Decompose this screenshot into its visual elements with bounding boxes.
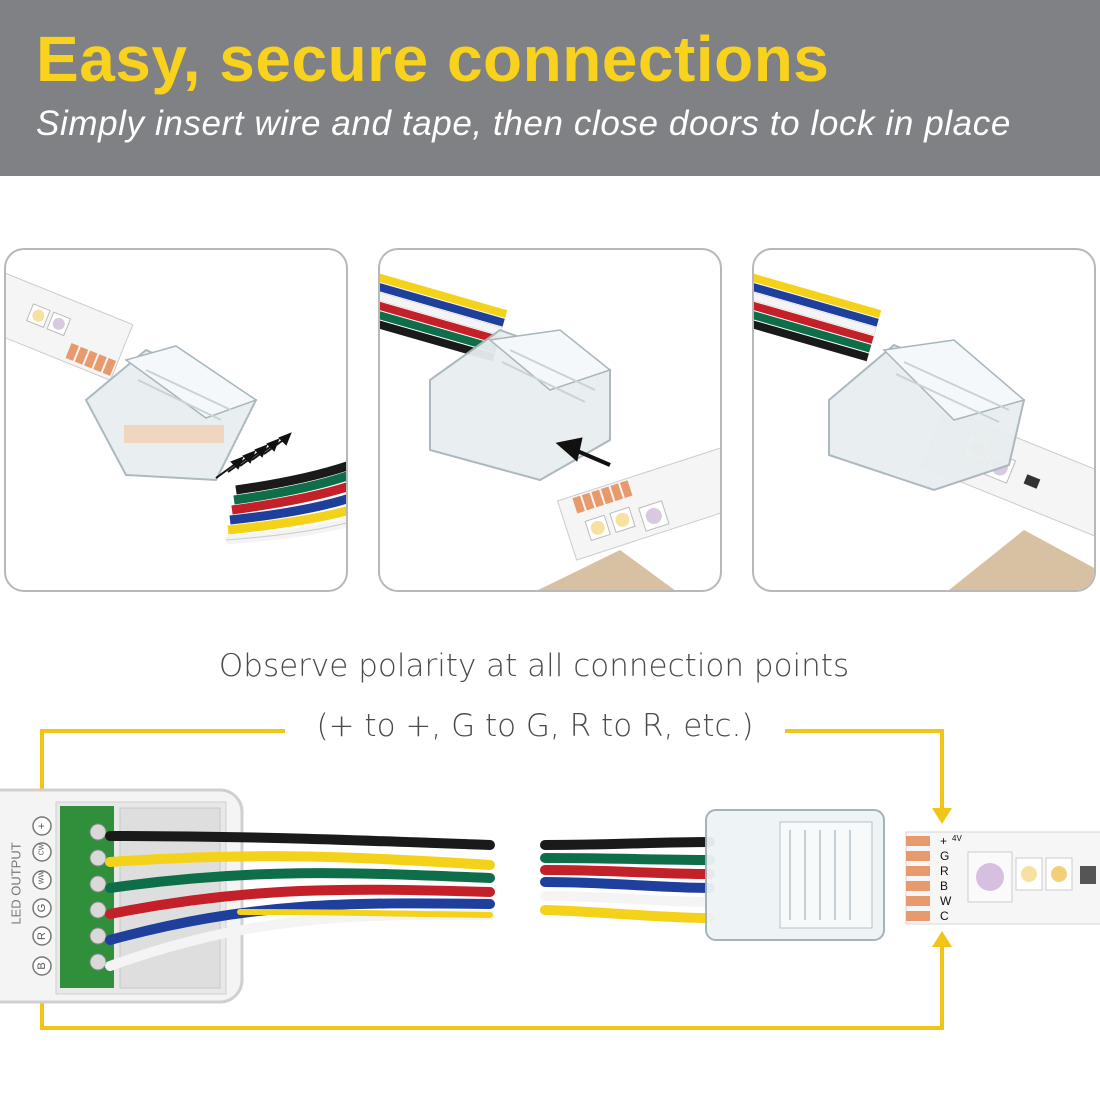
strip-voltage-mark: 4V bbox=[952, 834, 962, 843]
strip-pad-label-2: R bbox=[940, 864, 949, 878]
strip-pad-label-0: + bbox=[940, 834, 948, 848]
controller-terminal-0: + bbox=[36, 822, 48, 830]
controller-output-label: LED OUTPUT bbox=[8, 842, 24, 925]
wiring-diagram bbox=[0, 729, 1100, 1030]
controller-terminal-3: G bbox=[36, 903, 48, 913]
step-2-illustration bbox=[380, 268, 720, 590]
page-subtitle: Simply insert wire and tape, then close … bbox=[36, 104, 1011, 143]
controller-terminal-2: WW bbox=[38, 870, 46, 885]
step-3-panel bbox=[752, 248, 1096, 592]
wire-bundle-right bbox=[540, 837, 715, 923]
strip-pad-label-4: W bbox=[940, 894, 952, 908]
page-title: Easy, secure connections bbox=[36, 23, 830, 95]
arrow-head-strip-bottom bbox=[932, 931, 952, 947]
strip-pad-label-3: B bbox=[940, 879, 949, 893]
polarity-subheading: (+ to +, G to G, R to R, etc.) bbox=[290, 708, 780, 744]
controller-terminal-1: CW bbox=[38, 843, 46, 856]
polarity-heading: Observe polarity at all connection point… bbox=[218, 648, 850, 684]
polarity-arrows bbox=[40, 729, 944, 1030]
step-3-illustration bbox=[754, 268, 1094, 590]
strip-pad-label-1: G bbox=[940, 849, 950, 863]
step-2-panel bbox=[378, 248, 722, 592]
controller-label-area: LED OUTPUT bbox=[2, 836, 32, 966]
step-1-illustration bbox=[6, 267, 346, 545]
controller-terminal-4: R bbox=[36, 932, 48, 940]
wire-bundle-left bbox=[105, 831, 495, 971]
clip-connector bbox=[705, 809, 885, 941]
arrow-head-strip-top bbox=[932, 808, 952, 824]
controller-terminal-5: B bbox=[36, 962, 48, 970]
led-strip bbox=[905, 831, 1100, 925]
header-banner: Easy, secure connections Simply insert w… bbox=[0, 0, 1100, 176]
step-1-panel bbox=[4, 248, 348, 592]
strip-pad-label-5: C bbox=[940, 909, 949, 923]
